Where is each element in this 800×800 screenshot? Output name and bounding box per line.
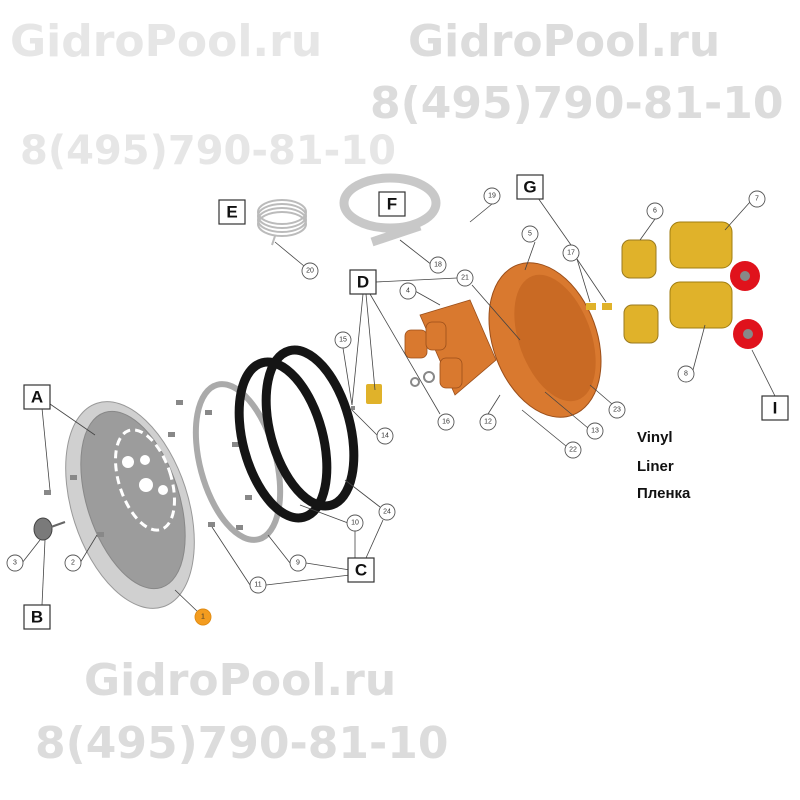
svg-text:C: C: [355, 561, 367, 580]
part-number-17: 17: [562, 244, 580, 262]
svg-text:7: 7: [755, 196, 759, 203]
brass-nipples: [621, 239, 659, 344]
svg-text:9: 9: [296, 560, 300, 567]
group-label-f: F: [378, 191, 406, 217]
part-number-16: 16: [437, 413, 455, 431]
group-label-a: A: [23, 384, 51, 410]
watermark-phone-mid: 8(495)790-81-10: [20, 128, 396, 174]
svg-text:16: 16: [442, 419, 450, 426]
svg-text:G: G: [523, 178, 536, 197]
svg-text:12: 12: [484, 419, 492, 426]
leader-lines: [21, 197, 776, 613]
svg-text:11: 11: [254, 582, 261, 589]
hose-f: [339, 173, 441, 247]
gasket-part: [234, 357, 332, 523]
part-number-13: 13: [586, 422, 604, 440]
part-number-10: 10: [346, 514, 364, 532]
svg-text:A: A: [31, 388, 43, 407]
svg-text:8: 8: [684, 371, 688, 378]
svg-text:17: 17: [567, 250, 575, 257]
watermark-site-bottom: GidroPool.ru: [84, 655, 396, 706]
part-number-15: 15: [334, 331, 352, 349]
part-number-12: 12: [479, 413, 497, 431]
housing-part: [488, 262, 602, 418]
svg-text:15: 15: [339, 337, 347, 344]
part-number-20: 20: [301, 262, 319, 280]
svg-text:5: 5: [528, 231, 532, 238]
svg-text:E: E: [226, 203, 237, 222]
svg-text:21: 21: [461, 275, 469, 282]
svg-text:F: F: [387, 195, 397, 214]
screws: [44, 400, 355, 537]
part-number-22: 22: [564, 441, 582, 459]
part-number-11: 11: [249, 576, 267, 594]
front-cover-part: [65, 401, 195, 609]
svg-text:3: 3: [13, 560, 17, 567]
group-label-e: E: [218, 199, 246, 225]
watermark-site-mid: GidroPool.ru: [10, 16, 322, 67]
svg-text:22: 22: [569, 447, 577, 454]
brass-fitting-part: [366, 384, 382, 404]
group-label-i: I: [761, 395, 789, 421]
part-number-21: 21: [456, 269, 474, 287]
svg-text:4: 4: [406, 288, 410, 295]
part-number-7: 7: [748, 190, 766, 208]
brass-bolts: [586, 303, 612, 310]
svg-text:10: 10: [351, 520, 359, 527]
part-number-8: 8: [677, 365, 695, 383]
svg-text:18: 18: [434, 262, 442, 269]
svg-text:23: 23: [613, 407, 621, 414]
part-number-5: 5: [521, 225, 539, 243]
part-number-3: 3: [6, 554, 24, 572]
washers: [410, 371, 435, 387]
part-number-14: 14: [376, 427, 394, 445]
svg-text:D: D: [357, 273, 369, 292]
svg-text:20: 20: [306, 268, 314, 275]
group-label-g: G: [516, 174, 544, 200]
part-number-9: 9: [289, 554, 307, 572]
part-number-2: 2: [64, 554, 82, 572]
watermark-phone-bottom: 8(495)790-81-10: [35, 718, 449, 769]
note-line-plenka: Пленка: [637, 485, 691, 502]
knob-part: [33, 517, 66, 541]
part-number-19: 19: [483, 187, 501, 205]
part-number-1: 1: [194, 608, 212, 626]
nozzle-block-part: [404, 299, 497, 396]
note-line-vinyl: Vinyl: [637, 429, 673, 446]
svg-text:13: 13: [591, 428, 599, 435]
svg-text:2: 2: [71, 560, 75, 567]
svg-text:14: 14: [381, 433, 389, 440]
gate-valves: [669, 221, 763, 349]
note-line-liner: Liner: [637, 458, 674, 475]
svg-text:6: 6: [653, 208, 657, 215]
group-label-c: C: [347, 557, 375, 583]
group-label-b: B: [23, 604, 51, 630]
part-number-24: 24: [378, 503, 396, 521]
part-number-4: 4: [399, 282, 417, 300]
part-number-6: 6: [646, 202, 664, 220]
svg-text:1: 1: [201, 614, 205, 621]
svg-text:I: I: [773, 399, 778, 418]
part-number-18: 18: [429, 256, 447, 274]
svg-text:24: 24: [383, 509, 391, 516]
group-label-d: D: [349, 269, 377, 295]
watermark-phone-top: 8(495)790-81-10: [370, 78, 784, 129]
watermark-site-top: GidroPool.ru: [408, 16, 720, 67]
svg-text:B: B: [31, 608, 43, 627]
part-number-23: 23: [608, 401, 626, 419]
gasket-part: [261, 345, 359, 511]
coil-tube-e: [257, 199, 307, 246]
svg-text:19: 19: [488, 193, 496, 200]
